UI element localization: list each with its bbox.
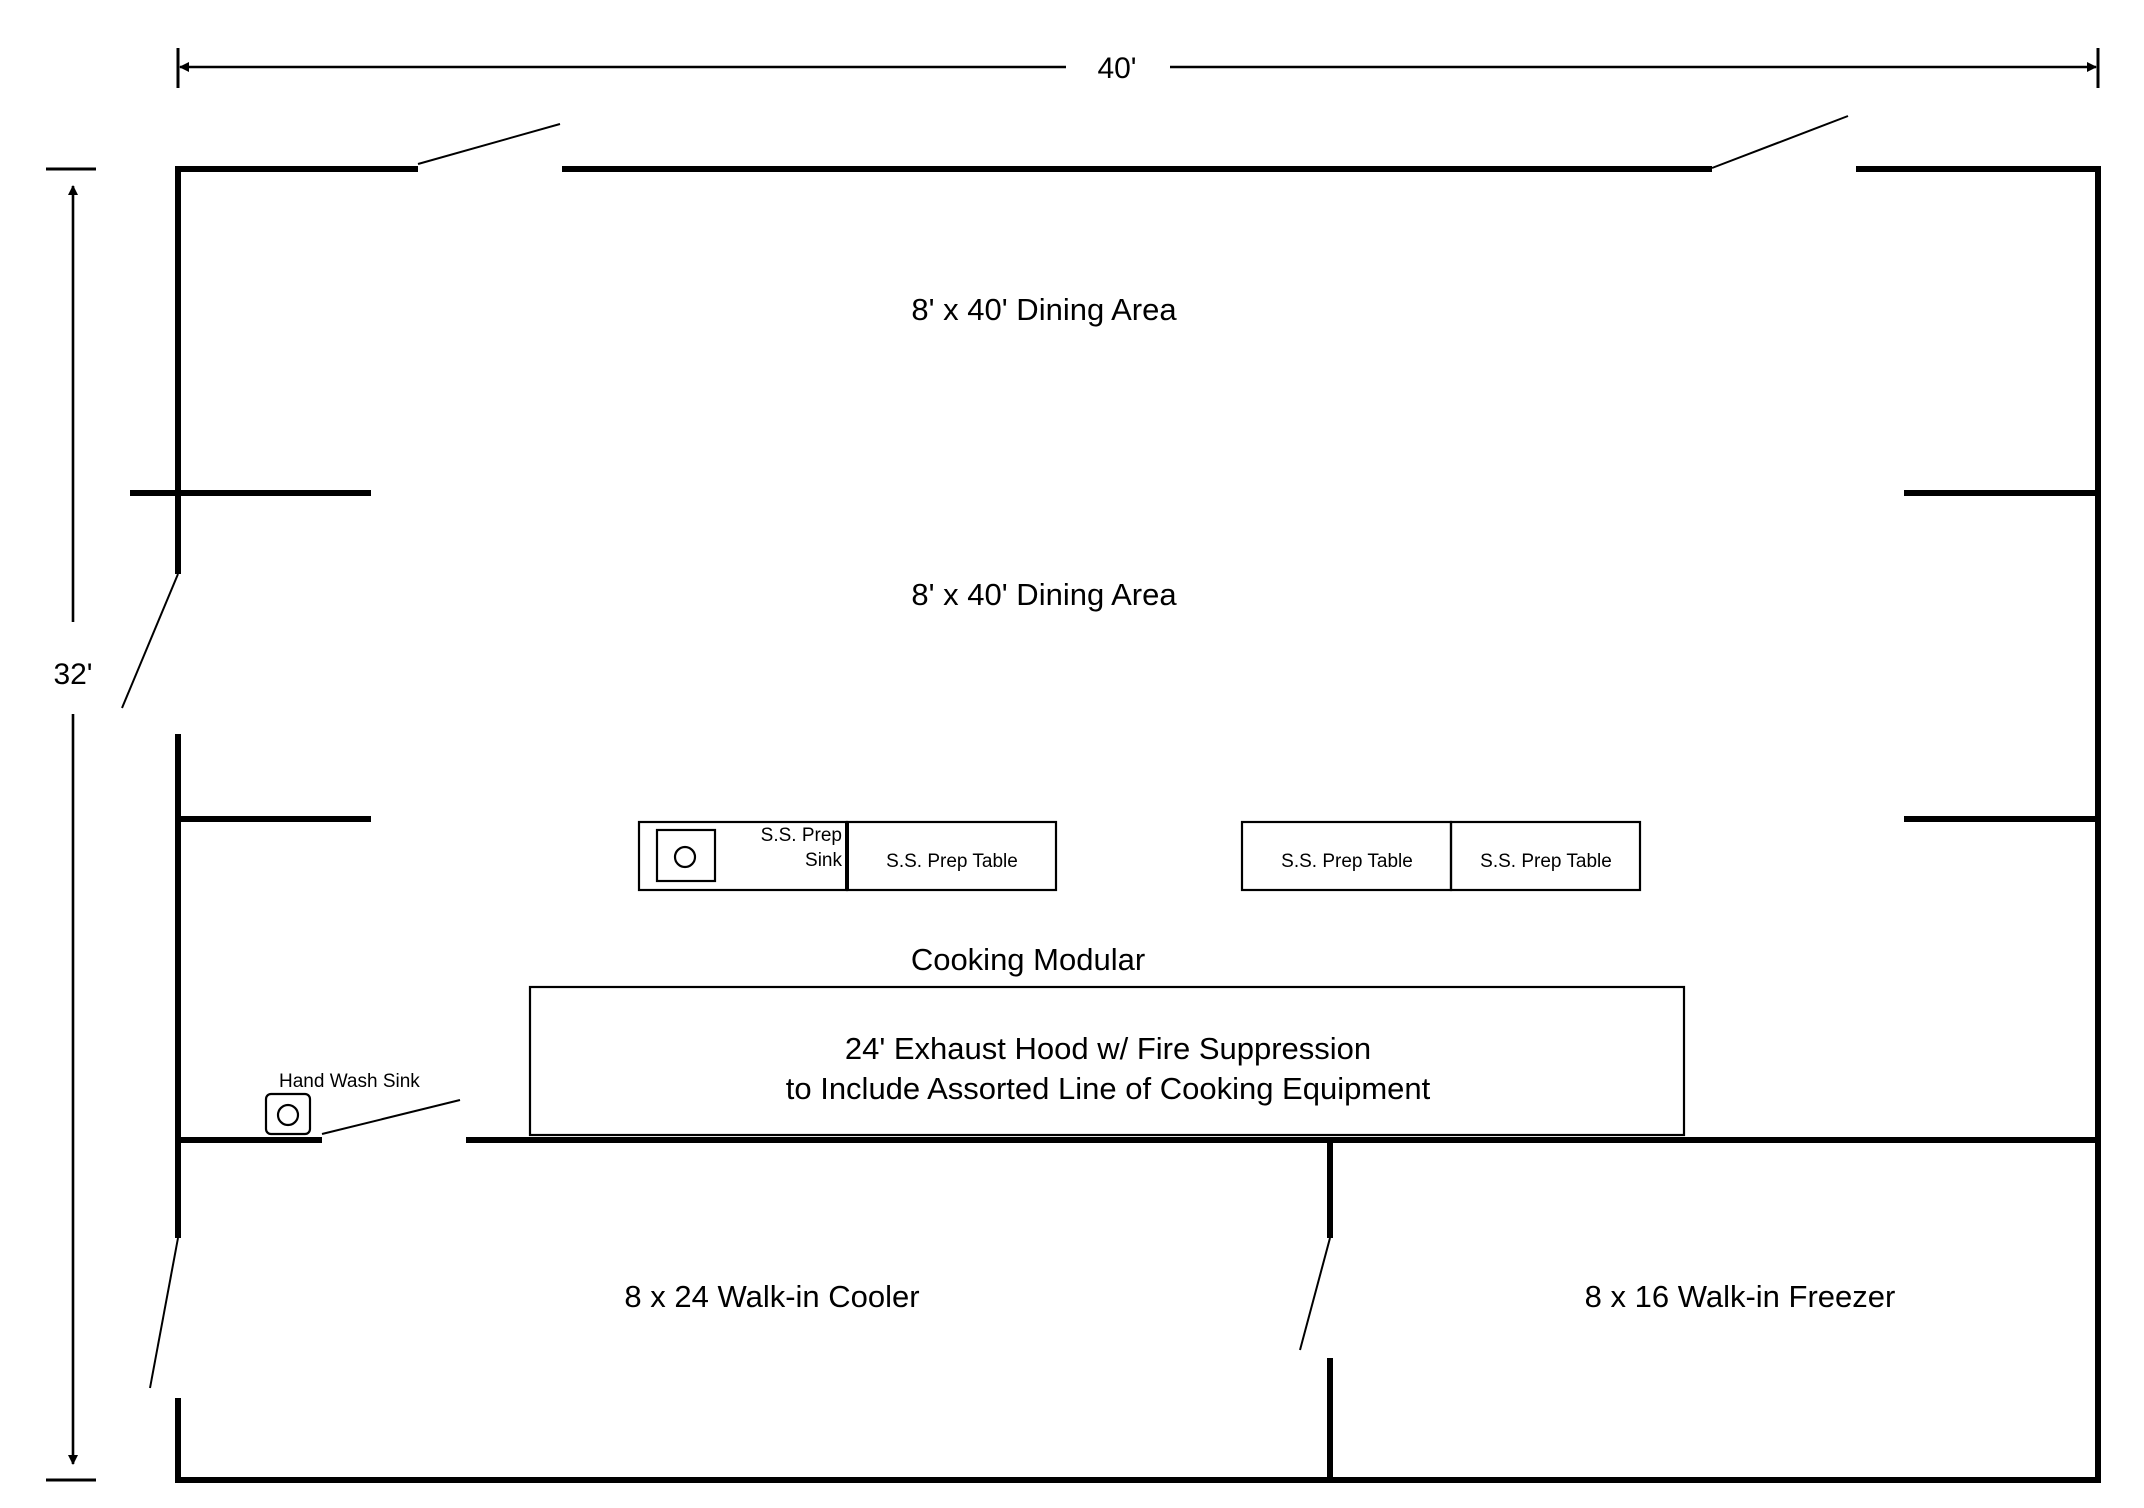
door-swings	[121, 115, 1849, 1389]
height-dimension: 32'	[46, 167, 96, 1482]
hand-wash-sink-label: Hand Wash Sink	[279, 1071, 420, 1092]
prep-sink-label-line1: S.S. Prep	[761, 825, 842, 846]
prep-table-3	[1449, 820, 1642, 892]
prep-table-3-label: S.S. Prep Table	[1480, 851, 1612, 872]
exhaust-hood-label-line1: 24' Exhaust Hood w/ Fire Suppression	[845, 1031, 1371, 1066]
exterior-walls	[175, 166, 2101, 1483]
prep-table-2-label: S.S. Prep Table	[1281, 851, 1413, 872]
walk-in-cooler-label: 8 x 24 Walk-in Cooler	[624, 1279, 919, 1314]
exhaust-hood	[528, 985, 1686, 1137]
room-labels: 8' x 40' Dining Area 8' x 40' Dining Are…	[624, 292, 1895, 1314]
hand-wash-sink-basin	[264, 1092, 312, 1136]
prep-sink-basin	[655, 828, 717, 883]
cooking-modular: Cooking Modular 24' Exhaust Hood w/ Fire…	[528, 942, 1686, 1137]
entry-door-left	[417, 123, 561, 165]
cooking-modular-label: Cooking Modular	[911, 942, 1145, 977]
width-dimension-label: 40'	[1097, 52, 1136, 85]
hand-wash-sink: Hand Wash Sink	[264, 1071, 420, 1136]
prep-station-right: S.S. Prep Table S.S. Prep Table	[1240, 820, 1642, 892]
exhaust-hood-label-line2: to Include Assorted Line of Cooking Equi…	[786, 1071, 1431, 1106]
dining-area-1-label: 8' x 40' Dining Area	[911, 292, 1177, 327]
height-dimension-label: 32'	[53, 658, 92, 691]
prep-table-1-label: S.S. Prep Table	[886, 851, 1018, 872]
freezer-door	[1299, 1237, 1331, 1351]
kitchen-storage-door	[321, 1099, 461, 1135]
prep-sink-drain-icon	[673, 845, 697, 869]
prep-station-left: S.S. Prep Sink S.S. Prep Table	[637, 820, 1058, 892]
prep-sink-label-line2: Sink	[805, 850, 842, 871]
side-door	[121, 573, 179, 709]
hand-wash-sink-drain-icon	[276, 1103, 300, 1127]
prep-table-1	[845, 820, 1058, 892]
width-dimension: 40'	[176, 48, 2100, 88]
entry-door-right	[1711, 115, 1849, 169]
rear-door	[149, 1237, 179, 1389]
dining-area-2-label: 8' x 40' Dining Area	[911, 577, 1177, 612]
interior-partitions	[130, 490, 2098, 1480]
walk-in-freezer-label: 8 x 16 Walk-in Freezer	[1585, 1279, 1896, 1314]
